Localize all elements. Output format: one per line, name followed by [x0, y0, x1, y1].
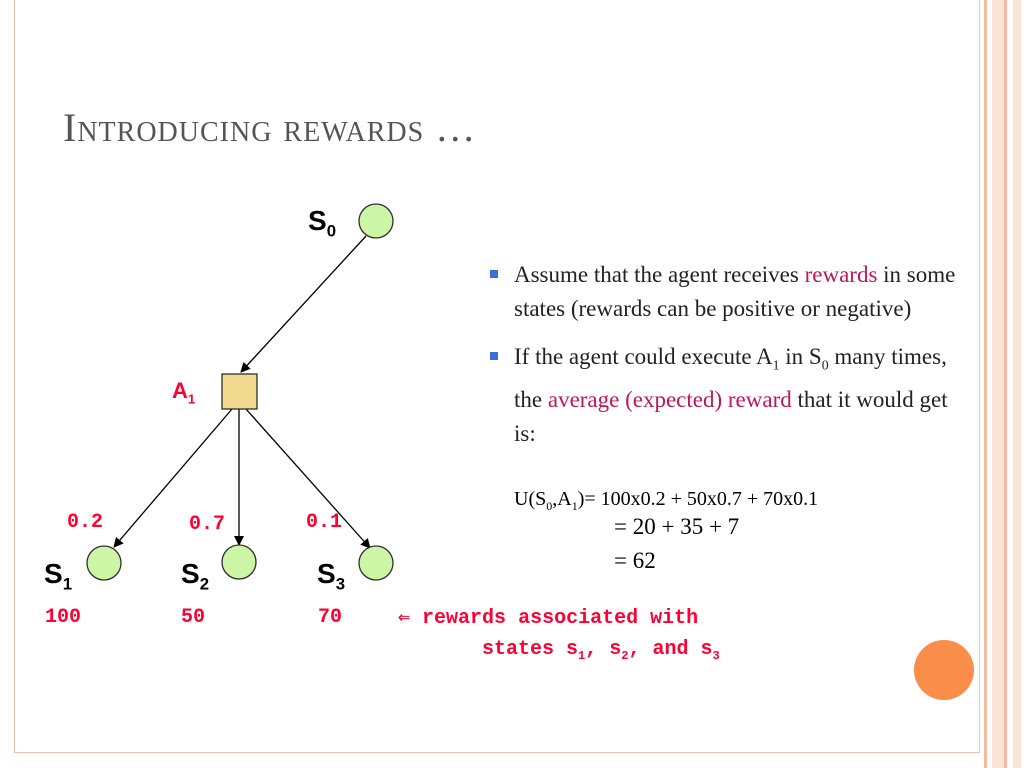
s1-label: S1 [44, 558, 73, 594]
action-node-a1 [221, 373, 258, 410]
formula-result: = 62 [614, 548, 656, 573]
utility-formula: U(S0,A1)= 100x0.2 + 50x0.7 + 70x0.1 [514, 488, 819, 513]
reward-s1: 100 [45, 606, 82, 629]
edge-s0-a1 [240, 235, 367, 373]
bullet-item: If the agent could execute A1 in S0 many… [490, 340, 970, 451]
state-node-s2 [221, 544, 257, 580]
bullet-item: Assume that the agent receives rewards i… [490, 258, 970, 326]
s0-label: S0 [308, 205, 337, 241]
a1-label: A1 [172, 378, 196, 407]
probability-s1: 0.2 [67, 511, 104, 534]
bullet-square-icon [490, 270, 498, 278]
slide-frame [14, 0, 980, 753]
probability-s3: 0.1 [306, 511, 343, 534]
s3-label: S3 [317, 558, 346, 594]
rewards-note-line2: states s1, s2, and s3 [482, 638, 720, 663]
left-arrow-icon: ⇐ [398, 607, 411, 630]
probability-s2: 0.7 [189, 513, 226, 536]
state-node-s1 [86, 545, 122, 581]
edge-a1-s1 [113, 408, 233, 548]
slide-title: Introducing rewards … [63, 105, 477, 150]
state-node-s0 [358, 203, 394, 239]
right-stripes-decoration [980, 0, 1024, 768]
state-node-s3 [358, 545, 394, 581]
bullet-list: Assume that the agent receives rewards i… [490, 258, 970, 465]
formula-step-2: = 20 + 35 + 7 [614, 514, 740, 539]
bullet-square-icon [490, 352, 498, 360]
rewards-note-line1: ⇐ rewards associated with [398, 607, 699, 630]
edge-a1-s3 [245, 408, 371, 549]
reward-s2: 50 [181, 606, 206, 629]
decorative-orange-circle [914, 640, 974, 700]
reward-s3: 70 [318, 606, 343, 629]
s2-label: S2 [181, 558, 210, 594]
